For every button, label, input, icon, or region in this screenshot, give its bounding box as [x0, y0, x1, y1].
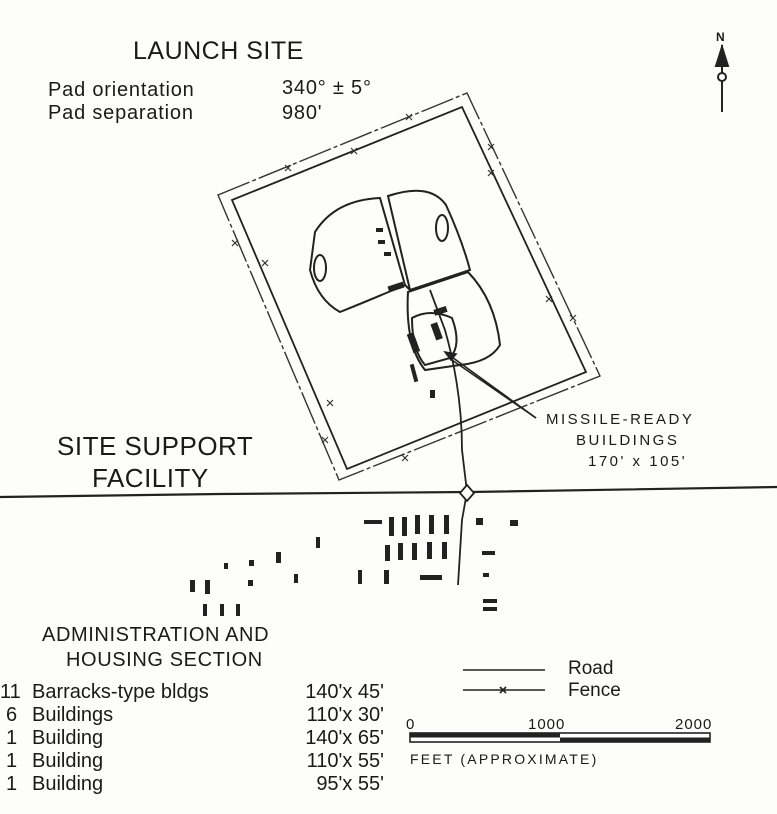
- inner-boundary: [230, 105, 588, 471]
- callout-arrows: [443, 350, 537, 419]
- launch-pads: [308, 189, 502, 372]
- pad-separation-value: 980': [282, 102, 323, 124]
- row-name: Buildings: [32, 704, 114, 726]
- row-count: 11: [0, 681, 21, 703]
- row-dim: 140'x 65': [305, 727, 384, 749]
- pad-orientation-label: Pad orientation: [48, 79, 195, 101]
- row-count: 1: [6, 773, 18, 795]
- north-arrow-icon: [714, 43, 730, 112]
- row-dim: 110'x 30': [306, 704, 384, 726]
- scale-tick-2000: 2000: [675, 716, 713, 733]
- site-support-facility: FACILITY: [92, 463, 209, 493]
- pad-separation-label: Pad separation: [48, 102, 194, 124]
- scale-bar: [409, 732, 711, 743]
- road-junction: [458, 483, 476, 503]
- admin-title-line2: HOUSING SECTION: [66, 649, 263, 671]
- missile-ready-dims: 170' x 105': [588, 453, 688, 470]
- row-count: 6: [6, 704, 18, 726]
- legend-road-label: Road: [568, 658, 614, 679]
- legend-fence-label: Fence: [568, 680, 621, 701]
- scale-tick-1000: 1000: [528, 716, 566, 733]
- pad-structures: [376, 228, 448, 398]
- pad-access-line: [404, 284, 411, 291]
- row-count: 1: [6, 750, 18, 772]
- site-support-title: SITE SUPPORT: [57, 431, 254, 461]
- row-name: Building: [32, 773, 104, 795]
- row-dim: 140'x 45': [305, 681, 384, 703]
- fence-markers: [231, 113, 577, 462]
- row-dim: 110'x 55': [306, 750, 384, 772]
- row-name: Building: [32, 750, 104, 772]
- scale-caption: FEET (APPROXIMATE): [410, 751, 599, 767]
- row-count: 1: [6, 727, 18, 749]
- pad-west: [308, 196, 407, 314]
- main-road: [0, 485, 777, 499]
- pad-east-oval: [435, 214, 449, 242]
- north-label: N: [716, 30, 725, 44]
- row-dim: 95'x 55': [316, 773, 384, 795]
- outer-fence: [217, 92, 601, 481]
- scale-tick-0: 0: [406, 716, 416, 733]
- pad-east: [386, 189, 472, 292]
- launch-site-title: LAUNCH SITE: [133, 37, 304, 65]
- south-road: [457, 491, 468, 586]
- pad-orientation-value: 340° ± 5°: [282, 77, 372, 99]
- missile-ready-buildings: BUILDINGS: [576, 432, 680, 449]
- access-road: [429, 289, 468, 493]
- admin-title-line1: ADMINISTRATION AND: [42, 624, 270, 646]
- legend-symbols: [463, 669, 545, 694]
- missile-ready-label: MISSILE-READY: [546, 411, 695, 428]
- row-name: Barracks-type bldgs: [32, 681, 209, 703]
- admin-buildings: [190, 515, 518, 616]
- pad-west-oval: [313, 254, 327, 282]
- row-name: Building: [32, 727, 104, 749]
